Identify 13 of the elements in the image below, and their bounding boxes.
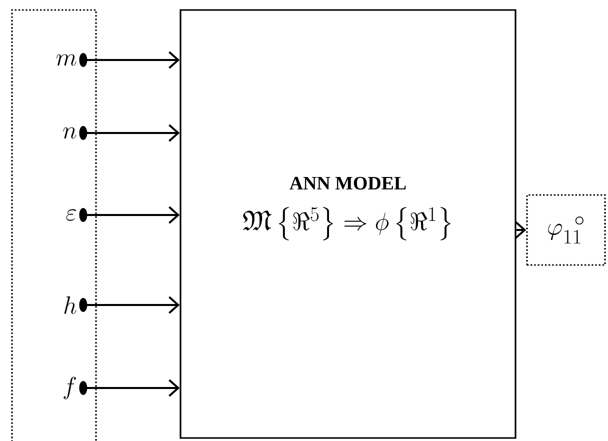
input-variable: $f$ [64,376,76,400]
input-variable: $h$ [64,296,76,314]
input-panel [11,9,97,441]
input-arrow [79,296,180,314]
input-arrow [79,124,180,142]
model-box: ANN MODEL $\mathfrak{M}\left\{\Re^{5}\right\}\Rightarrow\phi\left\{\Re^{1}\right\}$ [180,9,516,439]
input-arrow [79,379,180,397]
input-variable: $m$ [56,54,76,66]
output-box: $\varphi_{11}^{\;\;\circ}$ [526,194,606,266]
input-variable: $n$ [63,127,76,139]
input-variable: $\varepsilon$ [66,209,76,221]
input-arrow [79,51,180,69]
input-arrow [79,206,180,224]
